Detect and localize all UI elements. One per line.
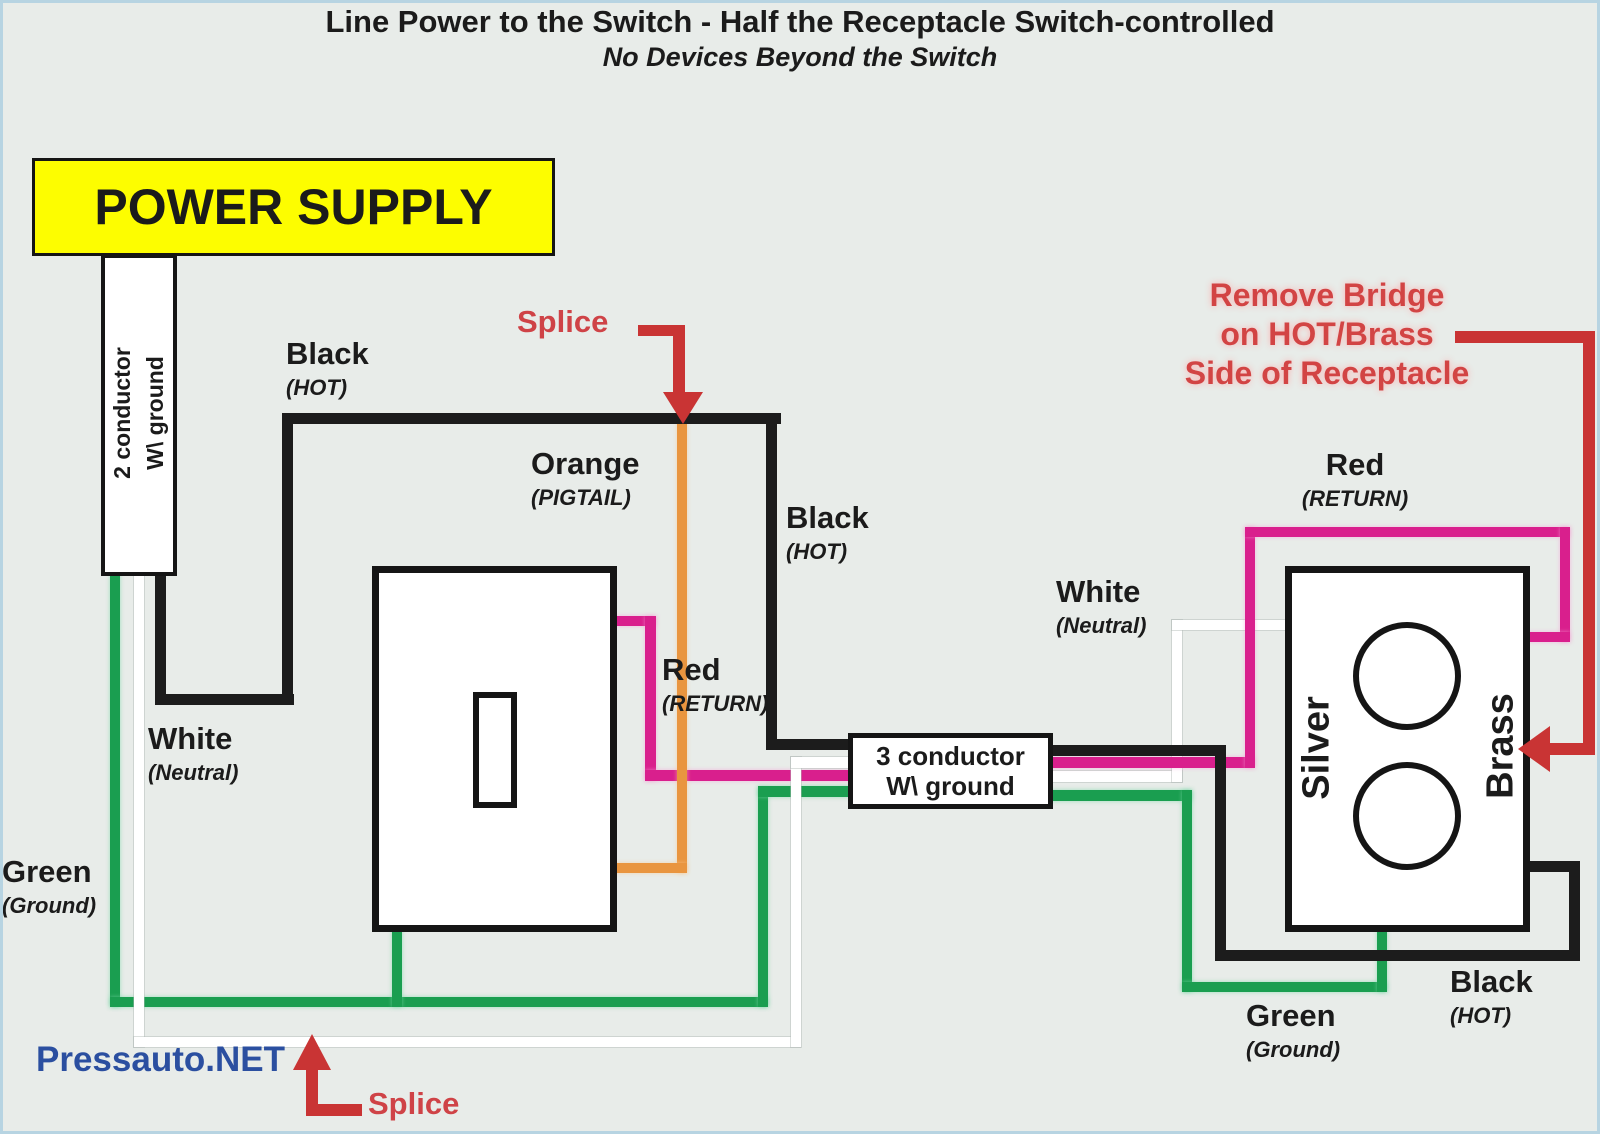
remove-bridge-arrowhead-icon bbox=[1518, 726, 1550, 772]
two-conductor-cable-box bbox=[101, 254, 177, 576]
label-recep-green: Green (Ground) bbox=[1246, 998, 1341, 1062]
black-hot-wire bbox=[1515, 861, 1580, 872]
label-recep-black: Black (HOT) bbox=[1450, 964, 1533, 1028]
label-supply-black: Black (HOT) bbox=[286, 336, 369, 400]
black-hot-wire bbox=[1048, 745, 1226, 756]
watermark: Pressauto.NET bbox=[36, 1040, 285, 1079]
red-return-wire bbox=[645, 616, 656, 781]
green-ground-wire bbox=[110, 560, 120, 1007]
two-conductor-cable-label: 2 conductor W\ ground bbox=[109, 347, 168, 479]
black-hot-wire bbox=[282, 413, 293, 705]
red-return-wire bbox=[1245, 527, 1570, 537]
splice-top-arrowhead-icon bbox=[663, 392, 703, 424]
receptacle-outlet-top bbox=[1353, 622, 1461, 730]
red-return-wire bbox=[1048, 757, 1255, 768]
label-switch-red: Red (RETURN) bbox=[662, 652, 769, 716]
brass-side-label: Brass bbox=[1479, 693, 1522, 799]
remove-bridge-arrow bbox=[1583, 331, 1595, 755]
splice-bottom-arrow bbox=[306, 1066, 318, 1116]
splice-top-arrow bbox=[673, 325, 685, 395]
label-recep-red: Red (RETURN) bbox=[1301, 447, 1409, 511]
red-return-wire bbox=[645, 770, 855, 781]
label-recep-white: White (Neutral) bbox=[1056, 574, 1147, 638]
green-ground-wire bbox=[1048, 790, 1192, 801]
white-neutral-wire bbox=[134, 560, 144, 1047]
black-hot-wire bbox=[766, 413, 777, 750]
remove-bridge-arrow bbox=[1455, 331, 1595, 343]
green-ground-wire bbox=[110, 997, 768, 1007]
orange-pigtail-wire bbox=[610, 863, 687, 873]
switch-toggle bbox=[473, 692, 517, 808]
green-ground-wire bbox=[758, 788, 768, 1007]
orange-pigtail-wire bbox=[677, 420, 687, 873]
page-subtitle: No Devices Beyond the Switch bbox=[602, 42, 998, 72]
white-neutral-wire bbox=[1048, 771, 1182, 782]
silver-side-label: Silver bbox=[1295, 696, 1338, 800]
red-return-wire bbox=[1245, 527, 1255, 768]
white-neutral-wire bbox=[1172, 620, 1182, 782]
white-neutral-wire bbox=[791, 757, 855, 768]
green-ground-wire bbox=[1182, 790, 1192, 992]
page-title: Line Power to the Switch - Half the Rece… bbox=[325, 4, 1275, 39]
green-ground-wire bbox=[758, 786, 855, 797]
red-return-wire bbox=[1560, 527, 1570, 642]
green-ground-switch-drop bbox=[392, 925, 402, 1007]
splice-top-label: Splice bbox=[517, 304, 609, 339]
white-neutral-wire bbox=[1172, 620, 1292, 630]
label-supply-white: White (Neutral) bbox=[148, 721, 239, 785]
red-return-wire bbox=[610, 616, 656, 626]
black-hot-wire bbox=[1215, 745, 1226, 961]
remove-bridge-note: Remove Bridge on HOT/Brass Side of Recep… bbox=[1184, 277, 1470, 391]
label-supply-green: Green (Ground) bbox=[2, 854, 97, 918]
splice-bottom-label: Splice bbox=[368, 1086, 460, 1121]
receptacle-outlet-bottom bbox=[1353, 762, 1461, 870]
red-return-wire bbox=[1515, 632, 1570, 642]
three-conductor-cable-box: 3 conductor W\ ground bbox=[848, 733, 1053, 809]
remove-bridge-arrow bbox=[1548, 743, 1595, 755]
green-ground-wire bbox=[1182, 982, 1387, 992]
splice-bottom-arrow bbox=[306, 1104, 362, 1116]
splice-top-arrow bbox=[638, 325, 685, 336]
black-hot-wire bbox=[282, 413, 781, 424]
white-neutral-wire bbox=[134, 1037, 800, 1047]
black-hot-wire bbox=[155, 694, 294, 705]
black-hot-wire bbox=[1569, 861, 1580, 961]
black-hot-wire bbox=[1215, 950, 1580, 961]
splice-bottom-arrowhead-icon bbox=[293, 1034, 331, 1070]
black-hot-wire bbox=[766, 739, 855, 750]
power-supply-label: POWER SUPPLY bbox=[94, 179, 493, 235]
label-orange-pigtail: Orange (PIGTAIL) bbox=[531, 446, 640, 510]
white-neutral-wire bbox=[791, 757, 801, 1047]
power-supply-box: POWER SUPPLY bbox=[32, 158, 555, 256]
black-hot-wire bbox=[155, 560, 166, 705]
label-switch-black: Black (HOT) bbox=[786, 500, 869, 564]
